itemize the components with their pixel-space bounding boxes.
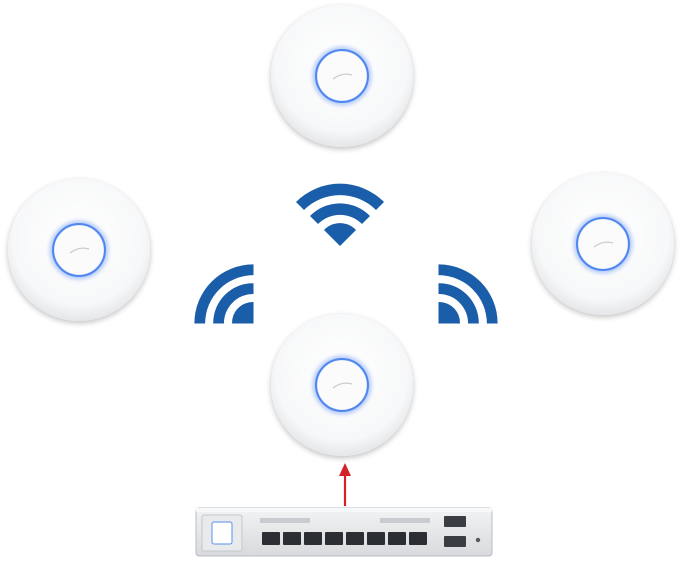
wifi-signal-top — [296, 183, 384, 246]
ceiling-access-point-icon — [532, 173, 674, 315]
sfp-ports — [444, 516, 466, 547]
wifi-signal-right — [408, 252, 510, 354]
reset-button-icon — [475, 537, 481, 543]
ceiling-access-point-icon — [8, 179, 150, 321]
access-point-center — [271, 314, 413, 456]
wifi-icon — [408, 252, 510, 354]
ceiling-access-point-icon — [271, 314, 413, 456]
wifi-signal-left — [182, 252, 284, 354]
ethernet-ports — [262, 532, 427, 545]
wifi-icon — [182, 252, 284, 354]
network-switch — [195, 507, 493, 557]
arrow-head-icon — [339, 463, 351, 476]
access-point-top — [271, 5, 413, 147]
ceiling-access-point-icon — [271, 5, 413, 147]
wifi-icon — [296, 183, 384, 246]
access-point-left — [8, 179, 150, 321]
switch-status-led-icon — [211, 521, 233, 545]
uplink-arrow — [339, 463, 351, 506]
access-point-right — [532, 173, 674, 315]
